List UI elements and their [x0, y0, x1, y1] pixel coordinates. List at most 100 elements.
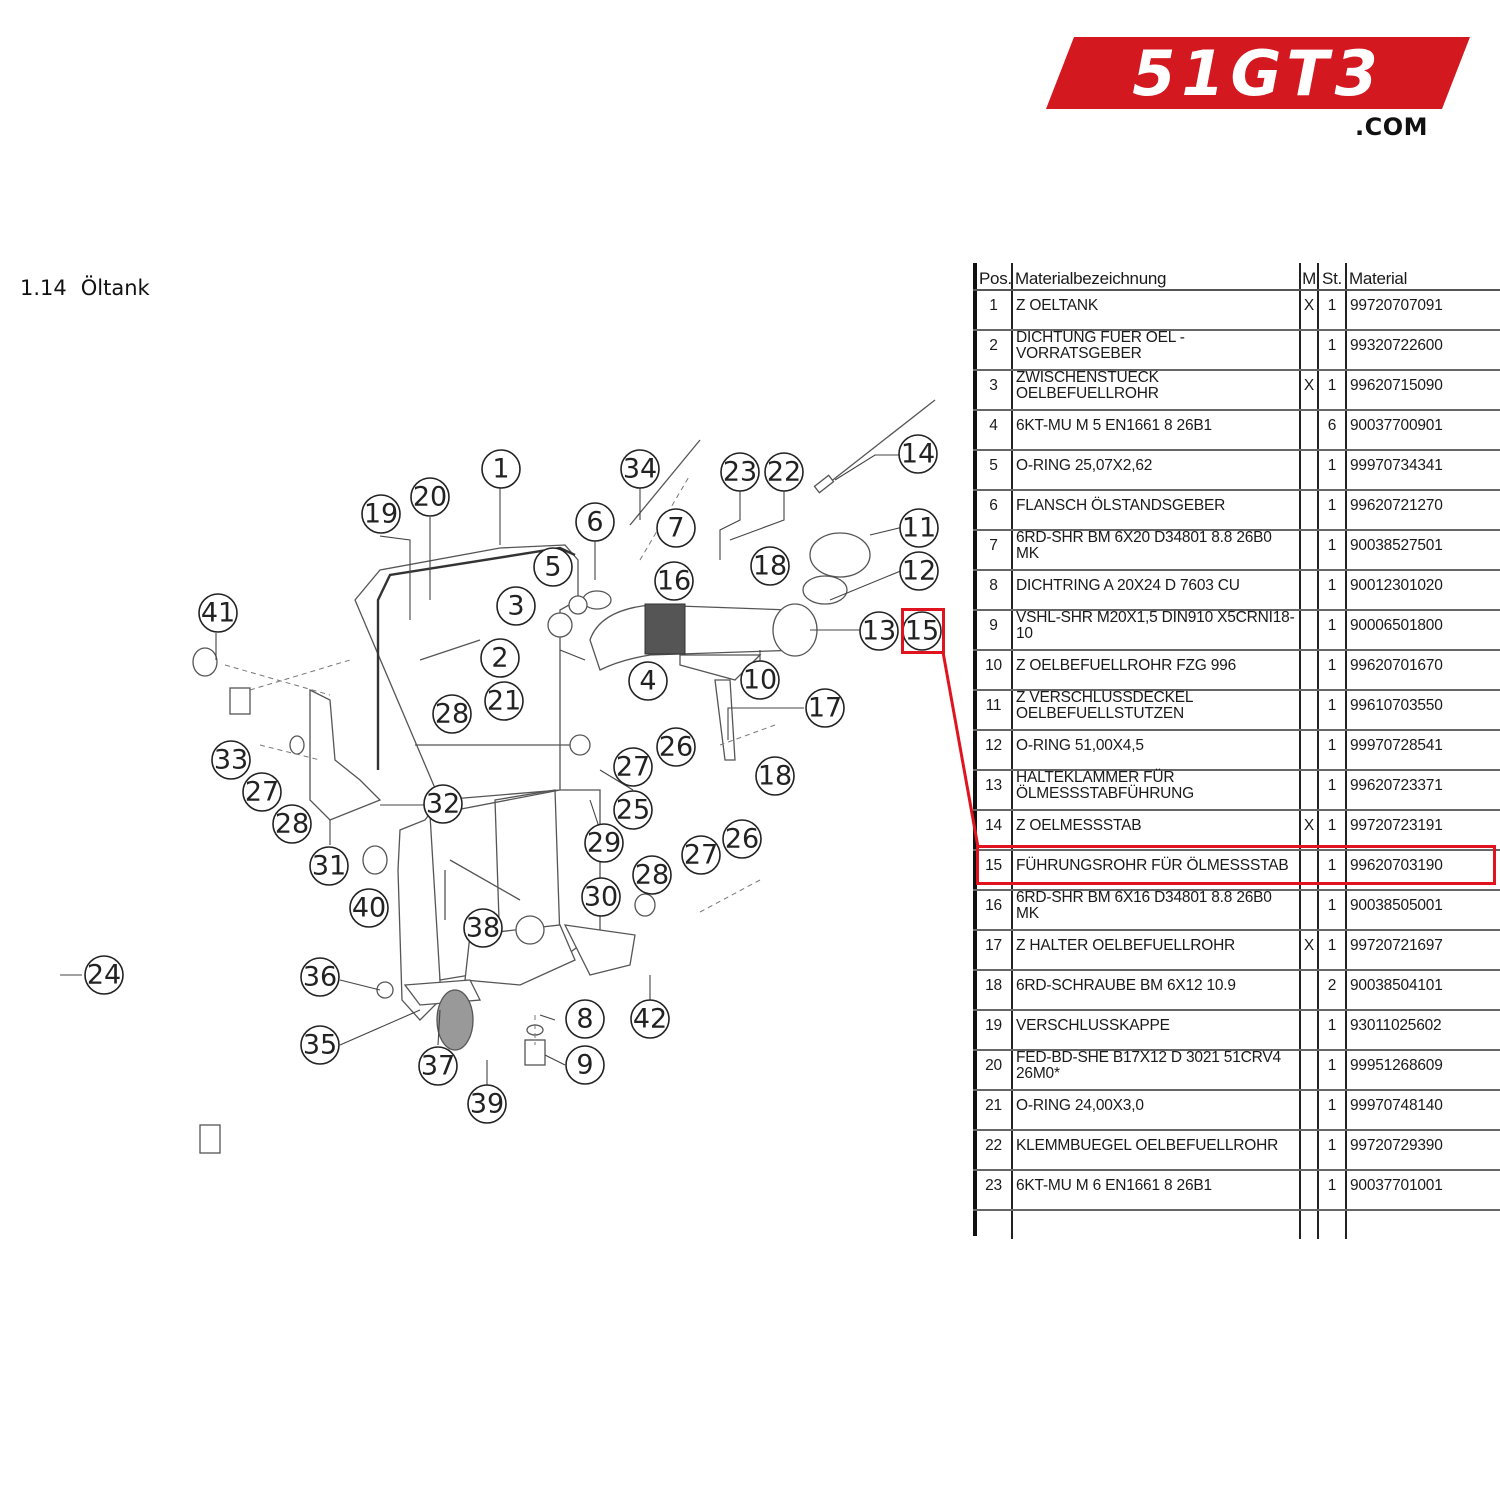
callout-28a[interactable]: 28: [432, 694, 472, 734]
callout-27b[interactable]: 27: [613, 747, 653, 787]
row-pos-text: 2: [989, 337, 998, 354]
callout-29[interactable]: 29: [584, 823, 624, 863]
row-qty-text: 1: [1327, 297, 1337, 314]
callout-14[interactable]: 14: [898, 434, 938, 474]
callout-33[interactable]: 33: [211, 740, 251, 780]
row-description: VERSCHLUSSKAPPE: [1011, 1010, 1301, 1051]
callout-40[interactable]: 40: [349, 888, 389, 928]
callout-16[interactable]: 16: [654, 561, 694, 601]
callout-20[interactable]: 20: [410, 477, 450, 517]
callout-38[interactable]: 38: [463, 908, 503, 948]
row-material-text: 99620721270: [1350, 497, 1443, 514]
row-description: 6RD-SHR BM 6X20 D34801 8.8 26B0 MK: [1011, 530, 1301, 571]
row-description: 6KT-MU M 6 EN1661 8 26B1: [1011, 1170, 1301, 1211]
callout-27c[interactable]: 27: [681, 835, 721, 875]
row-pos: 9: [973, 610, 1012, 651]
callout-4[interactable]: 4: [628, 661, 668, 701]
callout-10[interactable]: 10: [740, 660, 780, 700]
callout-27a[interactable]: 27: [242, 772, 282, 812]
row-description: O-RING 25,07X2,62: [1011, 450, 1301, 491]
callout-23[interactable]: 23: [720, 452, 760, 492]
callout-41[interactable]: 41: [198, 593, 238, 633]
callout-26b[interactable]: 26: [722, 819, 762, 859]
callout-5[interactable]: 5: [533, 547, 573, 587]
callout-18a[interactable]: 18: [750, 546, 790, 586]
svg-text:35: 35: [303, 1030, 337, 1061]
row-description-text: Z OELBEFUELLROHR FZG 996: [1016, 657, 1237, 674]
callout-35[interactable]: 35: [300, 1025, 340, 1065]
row-material-text: 93011025602: [1350, 1017, 1442, 1034]
callout-39[interactable]: 39: [467, 1084, 507, 1124]
callout-12[interactable]: 12: [899, 551, 939, 591]
row-pos: 18: [973, 970, 1012, 1011]
row-m: X: [1300, 930, 1319, 971]
callout-2[interactable]: 2: [480, 638, 520, 678]
callout-21[interactable]: 21: [484, 681, 524, 721]
callout-9[interactable]: 9: [565, 1045, 605, 1085]
callout-3[interactable]: 3: [496, 586, 536, 626]
callout-22[interactable]: 22: [764, 452, 804, 492]
row-description-text: ZWISCHENSTUECK OELBEFUELLROHR: [1016, 369, 1159, 402]
svg-text:3: 3: [507, 591, 524, 622]
callout-8[interactable]: 8: [565, 999, 605, 1039]
callout-18b[interactable]: 18: [755, 756, 795, 796]
callout-25[interactable]: 25: [613, 790, 653, 830]
callout-31[interactable]: 31: [309, 846, 349, 886]
row-m: [1300, 1090, 1319, 1131]
row-pos-text: 11: [985, 697, 1002, 714]
row-pos: 20: [973, 1050, 1012, 1091]
callout-37[interactable]: 37: [418, 1046, 458, 1086]
row-pos: 13: [973, 770, 1012, 811]
row-qty: 1: [1318, 650, 1347, 691]
row-pos: 4: [973, 410, 1012, 451]
svg-text:37: 37: [421, 1051, 455, 1082]
row-material-text: 90038527501: [1350, 537, 1443, 554]
callout-34[interactable]: 34: [620, 449, 660, 489]
callout-24[interactable]: 24: [84, 955, 124, 995]
callout-7[interactable]: 7: [656, 508, 696, 548]
callout-30[interactable]: 30: [581, 877, 621, 917]
brand-logo[interactable]: 51GT3: [1046, 37, 1470, 109]
callout-1[interactable]: 1: [481, 449, 521, 489]
callout-19[interactable]: 19: [361, 494, 401, 534]
svg-text:29: 29: [587, 828, 621, 859]
callout-28c[interactable]: 28: [632, 855, 672, 895]
svg-text:28: 28: [275, 809, 309, 840]
callout-11[interactable]: 11: [899, 508, 939, 548]
callout-36[interactable]: 36: [300, 957, 340, 997]
callout-13[interactable]: 13: [859, 611, 899, 651]
row-m: [1300, 450, 1319, 491]
callout-28b[interactable]: 28: [272, 804, 312, 844]
callout-17[interactable]: 17: [805, 688, 845, 728]
callout-42[interactable]: 42: [630, 999, 670, 1039]
callout-32[interactable]: 32: [423, 784, 463, 824]
row-pos: 2: [973, 330, 1012, 371]
callout-6[interactable]: 6: [575, 502, 615, 542]
row-material-text: 99970734341: [1350, 457, 1443, 474]
callout-26a[interactable]: 26: [656, 727, 696, 767]
row-description-text: FÜHRUNGSROHR FÜR ÖLMESSSTAB: [1016, 857, 1289, 874]
